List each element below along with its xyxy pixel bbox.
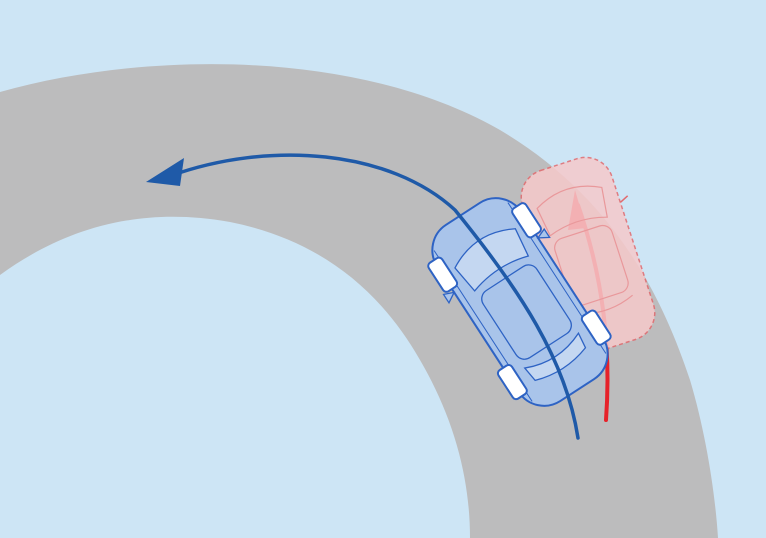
left-mirror	[442, 291, 456, 305]
rear-window	[523, 331, 587, 382]
wheel-front-left	[427, 256, 459, 293]
wheel-rear-left	[496, 363, 528, 401]
blue-arrow-left	[146, 153, 580, 440]
right-mirror	[536, 227, 551, 239]
wheel-rear-right	[580, 309, 612, 346]
wheel-front-right	[511, 202, 542, 239]
